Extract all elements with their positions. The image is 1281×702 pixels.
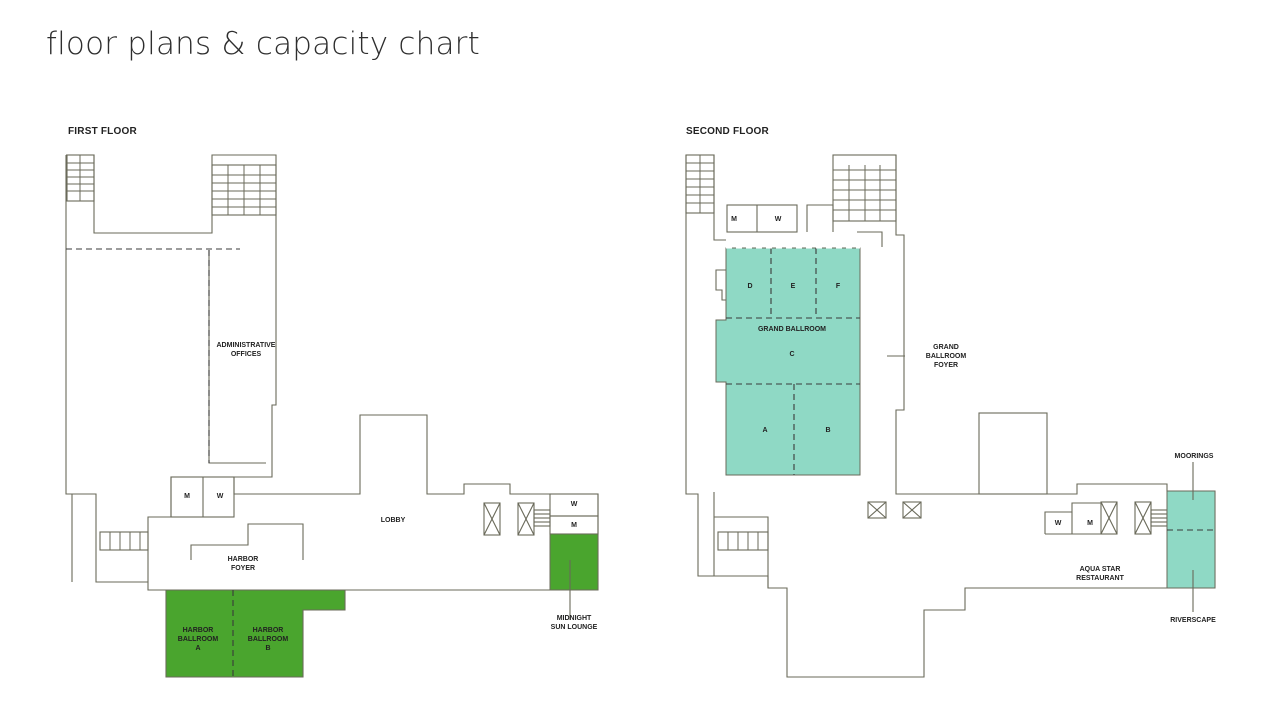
label-grand-ballroom: GRAND BALLROOM <box>758 326 826 333</box>
label-hbb-1: HARBOR <box>253 627 284 634</box>
label-a: A <box>762 427 767 434</box>
label-gbf-3: FOYER <box>934 362 958 369</box>
label-men-1: M <box>184 493 190 500</box>
moorings-riverscape[interactable] <box>1166 490 1216 589</box>
stair-bottom-1 <box>99 531 149 551</box>
label-hba-3: A <box>195 645 200 652</box>
midnight-sun-lounge[interactable] <box>549 533 599 591</box>
label-aqua-1: AQUA STAR <box>1080 566 1121 573</box>
label-men-2: M <box>731 216 737 223</box>
label-f: F <box>836 283 841 290</box>
label-hbb-2: BALLROOM <box>248 636 289 643</box>
label-gbf-2: BALLROOM <box>926 353 967 360</box>
label-harbor-foyer-2: FOYER <box>231 565 255 572</box>
label-admin-1: ADMINISTRATIVE <box>217 342 276 349</box>
label-w-1b: W <box>571 501 578 508</box>
label-e: E <box>791 283 796 290</box>
first-floor-label: FIRST FLOOR <box>68 126 137 137</box>
stair-left-2 <box>685 154 715 214</box>
label-riverscape: RIVERSCAPE <box>1170 617 1216 624</box>
grand-ballroom[interactable] <box>715 247 861 476</box>
label-hba-1: HARBOR <box>183 627 214 634</box>
label-b: B <box>825 427 830 434</box>
label-c: C <box>789 351 794 358</box>
label-m-2b: M <box>1087 520 1093 527</box>
elevators-1 <box>483 502 551 536</box>
label-d: D <box>747 283 752 290</box>
label-lobby: LOBBY <box>381 517 406 524</box>
stair-right-2 <box>832 154 897 222</box>
stair-right-1 <box>211 164 277 216</box>
second-floor-plan: M W D E F GRAND BALLROOM C A B GRAND BAL… <box>685 154 1216 678</box>
label-lounge-1: MIDNIGHT <box>557 615 592 622</box>
label-harbor-foyer-1: HARBOR <box>228 556 259 563</box>
first-floor-plan: ADMINISTRATIVE OFFICES M W LOBBY HARBOR … <box>65 154 599 678</box>
label-hba-2: BALLROOM <box>178 636 219 643</box>
second-floor-label: SECOND FLOOR <box>686 126 769 137</box>
label-m-1b: M <box>571 522 577 529</box>
elevators-2 <box>867 501 1168 535</box>
label-lounge-2: SUN LOUNGE <box>551 624 598 631</box>
stair-bottom-2 <box>717 531 769 551</box>
stair-left-1 <box>66 154 95 202</box>
label-women-1: W <box>217 493 224 500</box>
label-hbb-3: B <box>265 645 270 652</box>
label-women-2: W <box>775 216 782 223</box>
restroom-block-2 <box>726 204 798 233</box>
label-w-2b: W <box>1055 520 1062 527</box>
harbor-ballroom[interactable] <box>165 589 346 678</box>
page-title: floor plans & capacity chart <box>46 26 480 62</box>
label-gbf-1: GRAND <box>933 344 959 351</box>
label-moorings: MOORINGS <box>1175 453 1214 460</box>
label-admin-2: OFFICES <box>231 351 262 358</box>
label-aqua-2: RESTAURANT <box>1076 575 1124 582</box>
